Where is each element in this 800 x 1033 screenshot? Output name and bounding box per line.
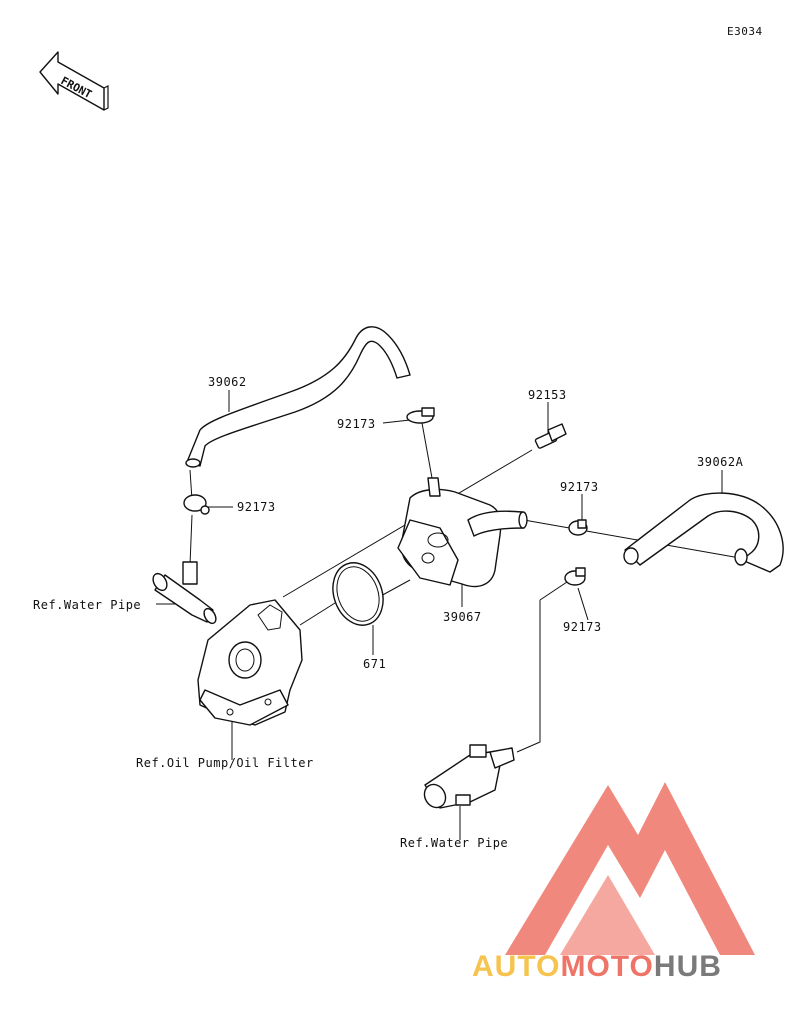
clamp-upper [406,407,435,424]
label-92173-left: 92173 [237,500,276,514]
watermark-moto: MOTO [560,950,654,983]
bolt-92153 [534,423,567,449]
label-ref-water-pipe-bottom: Ref.Water Pipe [400,836,509,850]
label-39062: 39062 [208,375,247,389]
diagram-code: E3034 [727,25,763,38]
label-39062a: 39062A [697,455,744,469]
label-ref-oil-pump: Ref.Oil Pump/Oil Filter [136,756,314,770]
watermark-auto: AUTO [472,950,561,983]
hose-39062a [623,492,784,573]
label-39067: 39067 [443,610,482,624]
front-arrow-icon: FRONT [39,51,109,111]
water-pipe-bottom [423,744,515,809]
clamp-right-upper [568,519,588,536]
watermark-logo [505,782,755,955]
oil-pump-filter [197,599,303,726]
label-671: 671 [363,657,387,671]
water-pipe-left [152,561,217,625]
hose-39062 [185,326,411,468]
clamp-right-lower [564,567,586,586]
label-92173-upper: 92173 [337,417,376,431]
label-ref-water-pipe-left: Ref.Water Pipe [33,598,142,612]
label-92173-right-upper: 92173 [560,480,599,494]
watermark-hub: HUB [653,950,722,983]
watermark-text: AUTOMOTOHUB [472,950,722,984]
label-92173-right-lower: 92173 [563,620,602,634]
clamp-left [183,494,210,515]
oil-cooler-39067 [397,477,528,588]
label-92153: 92153 [528,388,567,402]
oring-671 [332,562,384,626]
